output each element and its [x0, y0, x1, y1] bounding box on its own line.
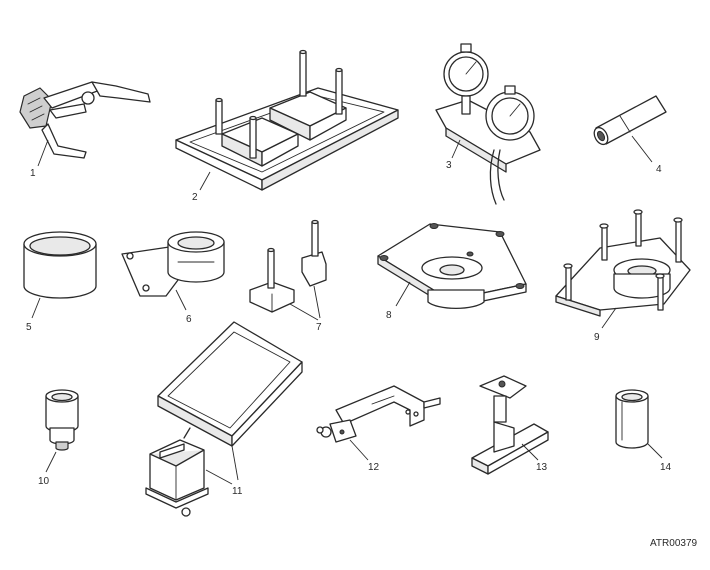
label-8: 8	[386, 310, 392, 321]
label-6: 6	[186, 314, 192, 325]
tool-13-support-stand	[471, 375, 549, 475]
label-2: 2	[192, 192, 198, 203]
tool-9-stud-plate	[555, 209, 691, 317]
tool-11-tray-and-holder	[145, 321, 303, 517]
tool-4-tube-drift	[593, 95, 667, 163]
tool-2-plate-fixture	[175, 49, 399, 191]
label-12: 12	[368, 462, 380, 473]
label-13: 13	[536, 462, 548, 473]
label-5: 5	[26, 322, 32, 333]
drawing-code: ATR00379	[650, 538, 698, 549]
tool-5-ring-sleeve	[23, 231, 97, 299]
label-14: 14	[660, 462, 672, 473]
tool-14-cylinder-sleeve	[615, 389, 649, 449]
tool-3-dial-gauge-fixture	[435, 43, 541, 205]
label-7: 7	[316, 322, 322, 333]
tool-1-clamp	[19, 81, 151, 159]
tool-8-triangular-plate	[377, 223, 527, 310]
tool-10-adapter-bushing	[45, 389, 79, 451]
label-1: 1	[30, 168, 36, 179]
tool-12-angle-bracket	[316, 385, 441, 443]
label-11: 11	[232, 486, 243, 497]
tool-6-bracket-housing	[121, 231, 225, 297]
tool-7-pin-pair	[249, 219, 327, 313]
label-3: 3	[446, 160, 452, 171]
label-10: 10	[38, 476, 50, 487]
label-4: 4	[656, 164, 662, 175]
label-9: 9	[594, 332, 600, 343]
